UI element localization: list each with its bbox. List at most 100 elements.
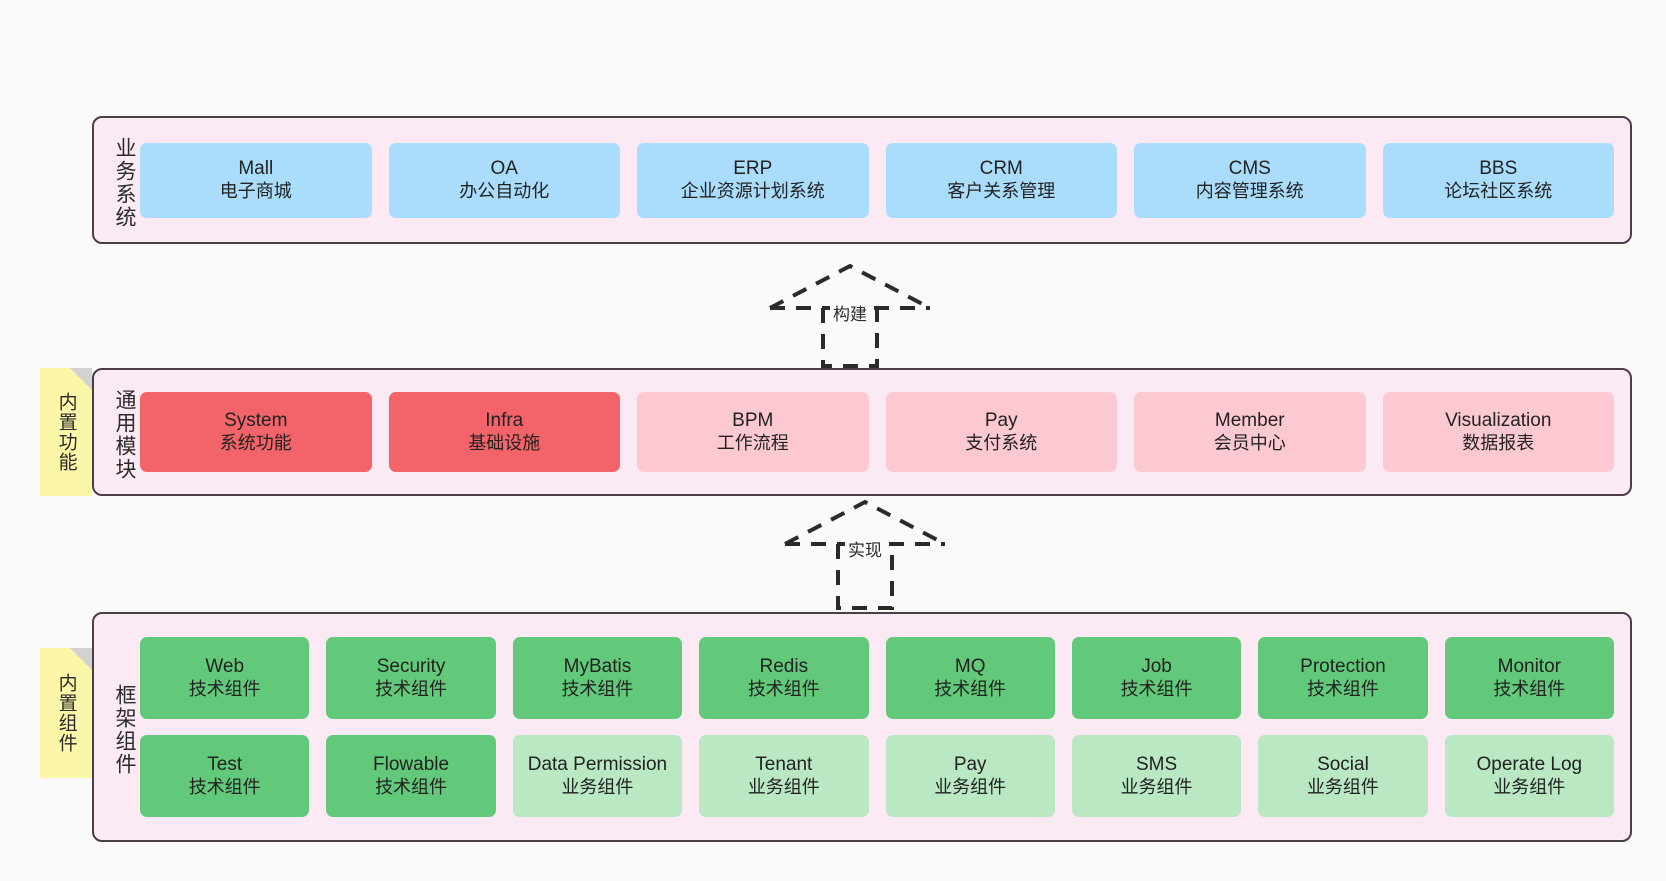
card-title: Mall: [238, 158, 274, 180]
card-title: Social: [1317, 754, 1369, 776]
section-label-common-modules: 通用模块: [113, 389, 136, 481]
card-subtitle: 业务组件: [1493, 776, 1566, 797]
card-title: Security: [376, 656, 446, 678]
card-subtitle: 技术组件: [1120, 678, 1193, 699]
card-pay-component[interactable]: Pay 业务组件: [885, 735, 1055, 817]
card-title: BPM: [732, 410, 774, 432]
card-member[interactable]: Member 会员中心: [1134, 392, 1366, 472]
card-title: Data Permission: [527, 754, 668, 776]
card-monitor[interactable]: Monitor 技术组件: [1444, 637, 1614, 719]
section-body-business-systems: Mall 电子商城 OA 办公自动化 ERP 企业资源计划系统 CRM 客户关系…: [136, 118, 1630, 242]
card-pay-module[interactable]: Pay 支付系统: [885, 392, 1117, 472]
card-operate-log[interactable]: Operate Log 业务组件: [1444, 735, 1614, 817]
card-title: System: [224, 410, 288, 432]
card-cms[interactable]: CMS 内容管理系统: [1134, 142, 1366, 218]
card-subtitle: 企业资源计划系统: [680, 180, 825, 201]
card-title: Tenant: [755, 754, 813, 776]
card-subtitle: 技术组件: [934, 678, 1007, 699]
card-title: SMS: [1135, 754, 1178, 776]
card-flowable[interactable]: Flowable 技术组件: [326, 735, 496, 817]
connector-build-label: 构建: [830, 300, 870, 325]
card-subtitle: 会员中心: [1213, 432, 1286, 453]
card-sms[interactable]: SMS 业务组件: [1071, 735, 1242, 817]
card-title: Flowable: [373, 754, 450, 776]
card-security[interactable]: Security 技术组件: [326, 637, 496, 719]
card-protection[interactable]: Protection 技术组件: [1258, 637, 1428, 719]
card-subtitle: 技术组件: [375, 678, 448, 699]
sticky-note-builtin-components: 内置组件: [40, 648, 92, 778]
card-web[interactable]: Web 技术组件: [140, 637, 310, 719]
card-row: Web 技术组件 Security 技术组件 MyBatis 技术组件 Redi…: [140, 637, 1614, 719]
card-tenant[interactable]: Tenant 业务组件: [699, 735, 869, 817]
connector-build: 构建: [760, 262, 940, 368]
card-subtitle: 业务组件: [747, 776, 820, 797]
card-visualization[interactable]: Visualization 数据报表: [1382, 392, 1614, 472]
card-infra[interactable]: Infra 基础设施: [388, 392, 620, 472]
card-title: Monitor: [1497, 656, 1561, 678]
card-title: Pay: [953, 754, 987, 776]
card-subtitle: 业务组件: [1120, 776, 1193, 797]
card-subtitle: 技术组件: [188, 776, 261, 797]
card-title: MyBatis: [563, 656, 632, 678]
card-bbs[interactable]: BBS 论坛社区系统: [1382, 142, 1614, 218]
card-title: Test: [207, 754, 243, 776]
section-label-framework-components: 框架组件: [113, 684, 136, 776]
card-title: Operate Log: [1476, 754, 1583, 776]
card-title: CMS: [1228, 158, 1271, 180]
section-business-systems: 业务系统 Mall 电子商城 OA 办公自动化 ERP 企业资源计划系统 CRM…: [92, 116, 1632, 244]
card-title: Visualization: [1445, 410, 1552, 432]
card-title: Member: [1214, 410, 1285, 432]
card-subtitle: 业务组件: [561, 776, 634, 797]
card-subtitle: 技术组件: [747, 678, 820, 699]
card-subtitle: 数据报表: [1462, 432, 1535, 453]
section-label-business-systems: 业务系统: [113, 137, 136, 229]
sticky-note-builtin-features: 内置功能: [40, 368, 92, 496]
card-row: Test 技术组件 Flowable 技术组件 Data Permission …: [140, 735, 1614, 817]
card-subtitle: 内容管理系统: [1195, 180, 1304, 201]
card-subtitle: 技术组件: [188, 678, 261, 699]
card-title: BBS: [1479, 158, 1518, 180]
card-title: Web: [205, 656, 245, 678]
card-subtitle: 技术组件: [1493, 678, 1566, 699]
section-framework-components: 框架组件 Web 技术组件 Security 技术组件 MyBatis 技术组件…: [92, 612, 1632, 842]
card-row: System 系统功能 Infra 基础设施 BPM 工作流程 Pay 支付系统…: [140, 392, 1614, 472]
card-bpm[interactable]: BPM 工作流程: [637, 392, 869, 472]
card-system[interactable]: System 系统功能: [140, 392, 372, 472]
section-common-modules: 通用模块 System 系统功能 Infra 基础设施 BPM 工作流程 Pay…: [92, 368, 1632, 496]
card-title: ERP: [733, 158, 773, 180]
card-subtitle: 技术组件: [1306, 678, 1379, 699]
card-subtitle: 业务组件: [934, 776, 1007, 797]
card-title: CRM: [979, 158, 1023, 180]
card-data-permission[interactable]: Data Permission 业务组件: [512, 735, 683, 817]
card-social[interactable]: Social 业务组件: [1258, 735, 1428, 817]
page-fold-icon: [70, 368, 92, 390]
card-title: Protection: [1300, 656, 1386, 678]
card-mybatis[interactable]: MyBatis 技术组件: [512, 637, 683, 719]
card-job[interactable]: Job 技术组件: [1071, 637, 1242, 719]
card-title: Redis: [759, 656, 809, 678]
card-test[interactable]: Test 技术组件: [140, 735, 310, 817]
page-fold-icon: [70, 648, 92, 670]
card-redis[interactable]: Redis 技术组件: [699, 637, 869, 719]
card-subtitle: 工作流程: [716, 432, 789, 453]
card-subtitle: 支付系统: [965, 432, 1038, 453]
card-mq[interactable]: MQ 技术组件: [885, 637, 1055, 719]
card-mall[interactable]: Mall 电子商城: [140, 142, 372, 218]
card-row: Mall 电子商城 OA 办公自动化 ERP 企业资源计划系统 CRM 客户关系…: [140, 142, 1614, 218]
card-title: MQ: [954, 656, 986, 678]
card-title: Job: [1141, 656, 1172, 678]
card-oa[interactable]: OA 办公自动化: [388, 142, 620, 218]
card-subtitle: 论坛社区系统: [1444, 180, 1553, 201]
connector-implement: 实现: [775, 498, 955, 612]
card-title: Pay: [984, 410, 1018, 432]
section-body-common-modules: System 系统功能 Infra 基础设施 BPM 工作流程 Pay 支付系统…: [136, 370, 1630, 494]
card-subtitle: 业务组件: [1306, 776, 1379, 797]
card-erp[interactable]: ERP 企业资源计划系统: [637, 142, 869, 218]
card-subtitle: 技术组件: [561, 678, 634, 699]
card-subtitle: 客户关系管理: [947, 180, 1056, 201]
connector-implement-label: 实现: [845, 536, 885, 561]
card-crm[interactable]: CRM 客户关系管理: [885, 142, 1117, 218]
card-subtitle: 系统功能: [219, 432, 292, 453]
section-body-framework-components: Web 技术组件 Security 技术组件 MyBatis 技术组件 Redi…: [136, 614, 1630, 840]
